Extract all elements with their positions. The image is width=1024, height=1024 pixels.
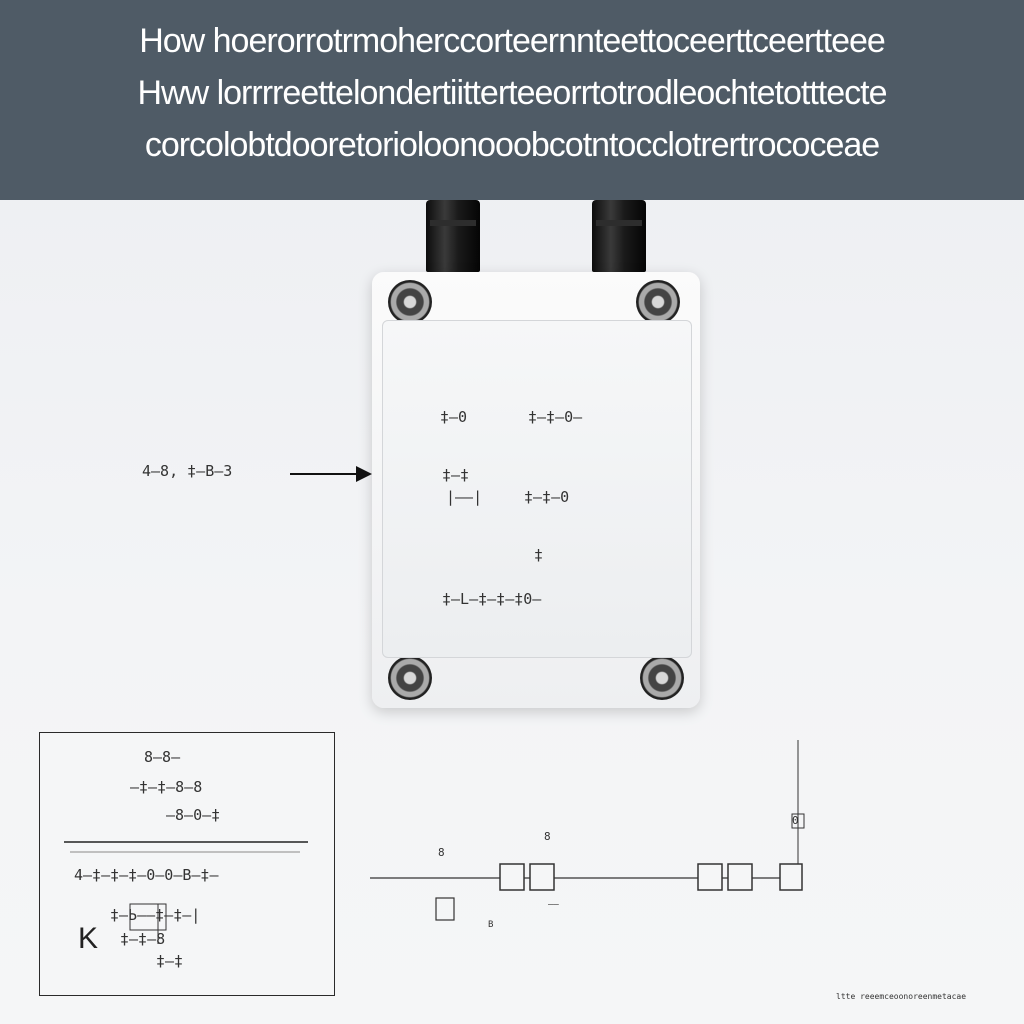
title-line-2: Hww lorrrreettelondertiitterteeorrtotrod… [137, 74, 887, 112]
screw-bottom-left [388, 656, 432, 700]
box-label-r3: ‡—L—‡—‡—‡0— [442, 590, 542, 608]
circuit-mark-top: 8 [544, 830, 551, 843]
title-banner: How hoerorrotrmoherccorteernnteettoceert… [0, 0, 1024, 200]
circuit-top-right: 0 [792, 814, 799, 827]
inset-row-5: ‡—Ь——‡—‡—| [110, 906, 201, 924]
box-label-r2c: ‡—‡—0 [524, 488, 570, 506]
inset-row-6: ‡—‡—8 [120, 930, 166, 948]
cable-gland-left [426, 200, 480, 272]
circuit-block-1 [499, 863, 525, 891]
title-line-3: corcolobtdooretorioloonooobcotntocclotre… [144, 126, 880, 164]
circuit-block-2 [529, 863, 555, 891]
box-label-r2a: ‡—‡ [442, 466, 470, 484]
screw-top-left [388, 280, 432, 324]
box-label-r1a: ‡—0 [440, 408, 468, 426]
circuit-sub-label-2: B [488, 920, 494, 930]
inset-k-label: K [78, 922, 99, 955]
cable-gland-right [592, 200, 646, 272]
screw-bottom-right [640, 656, 684, 700]
input-arrow-head [356, 466, 372, 482]
footer-caption: ltte reeemceoonoreenmetacae [836, 992, 967, 1001]
inset-row-4: 4—‡—‡—‡—0—0—B—‡— [74, 866, 219, 884]
circuit-block-3 [697, 863, 723, 891]
inset-row-7: ‡—‡ [156, 952, 184, 970]
circuit-block-5 [779, 863, 803, 891]
inset-row-1: 8—8— [144, 748, 181, 766]
title-line-1: How hoerorrotrmoherccorteernnteettoceert… [139, 22, 886, 60]
circuit-top-node [791, 813, 805, 829]
inset-row-2: —‡—‡—8—8 [130, 778, 203, 796]
circuit-block-4 [727, 863, 753, 891]
inset-component-box [129, 903, 167, 931]
junction-box-lid [382, 320, 692, 658]
inset-row-3: —8—0—‡ [166, 806, 221, 824]
schematic-inset [39, 732, 335, 996]
box-label-r2b: |——| [446, 488, 483, 506]
box-label-mark: ‡ [534, 546, 544, 564]
screw-top-right [636, 280, 680, 324]
circuit-block-6 [435, 897, 455, 921]
circuit-mark-left: 8 [438, 846, 445, 859]
circuit-sub-label: —— [548, 900, 559, 910]
input-label: 4—8, ‡—B—3 [142, 462, 233, 480]
box-label-r1b: ‡—‡—0— [528, 408, 583, 426]
